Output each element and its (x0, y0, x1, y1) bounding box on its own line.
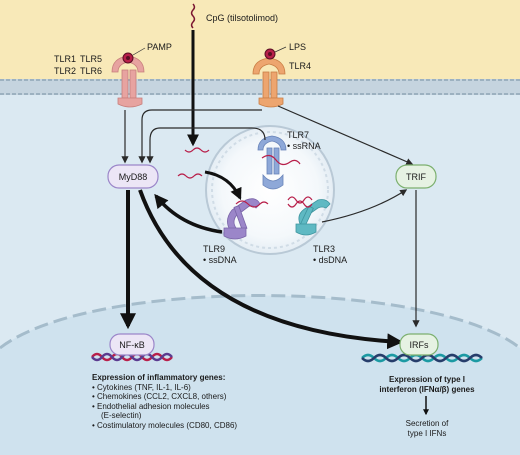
secretion-line2: type I IFNs (407, 428, 447, 438)
tlr9-receptor (223, 198, 269, 240)
tlr6-label: TLR6 (80, 66, 103, 76)
irfs-label: IRFs (409, 340, 429, 350)
tlr7-to-myd88-arrow (146, 127, 266, 164)
list-item: • Chemokines (CCL2, CXCL8, others) (92, 392, 227, 402)
nuclear-envelope (0, 294, 520, 350)
tlr9-label: TLR9 (203, 244, 226, 254)
trif-label: TRIF (406, 172, 426, 182)
inflammatory-genes-list: Expression of inflammatory genes: • Cyto… (92, 373, 237, 431)
inflammatory-gene-dna (91, 352, 173, 362)
tlr3-label: TLR3 (313, 244, 336, 254)
list-item: • Endothelial adhesion molecules (92, 401, 210, 411)
tlr9-to-myd88-arrow (154, 193, 223, 234)
tlr4-to-myd88-arrow (138, 109, 262, 164)
tlr5-label: TLR5 (80, 54, 103, 64)
cpg-strand (190, 3, 196, 29)
tlr4-to-trif-arrow (277, 105, 414, 166)
irfs-box (399, 333, 439, 356)
nfkb-box (109, 333, 155, 356)
type1-ifn-line1: Expression of type I (388, 375, 466, 384)
type1-ifn-gene-dna (361, 353, 483, 363)
myd88-label: MyD88 (118, 172, 148, 182)
tlr3-to-trif-arrow (321, 189, 408, 223)
lps-label: LPS (289, 42, 307, 52)
list-item: • Costimulatory molecules (CD80, CD86) (92, 420, 238, 430)
tlr2-label: TLR2 (54, 66, 77, 76)
type1-ifn-genes-text: Expression of type I interferon (IFNα/β)… (372, 375, 482, 394)
tlr9-ligand-label: • ssDNA (203, 255, 237, 265)
myd88-box (107, 164, 159, 189)
secretion-line1: Secretion of (405, 419, 449, 428)
lps-ligand (264, 46, 287, 60)
list-item: • Cytokines (TNF, IL-1, IL-6) (92, 382, 191, 392)
inflammatory-genes-heading: Expression of inflammatory genes: (92, 373, 226, 382)
myd88-to-irfs-arrow (138, 189, 404, 350)
plasma-membrane (0, 79, 520, 95)
tlr-surface-receptor (111, 55, 145, 108)
tlr3-ligand-label: • dsDNA (313, 255, 348, 265)
list-item: (E-selectin) (101, 411, 142, 421)
pamp-ligand (122, 47, 146, 64)
tlr3-receptor (287, 196, 331, 236)
type1-ifn-line2: interferon (IFNα/β) genes (379, 384, 475, 394)
nfkb-label: NF-κB (119, 340, 145, 350)
tlr4-label: TLR4 (289, 61, 312, 71)
trif-box (395, 164, 437, 189)
tlr7-ligand-label: • ssRNA (287, 141, 321, 151)
secretion-text: Secretion of type I IFNs (388, 419, 466, 438)
tlr7-label: TLR7 (287, 130, 310, 140)
pamp-label: PAMP (147, 42, 172, 52)
tlr1-label: TLR1 (54, 54, 77, 64)
cpg-uptake-arrow (204, 170, 242, 201)
tlr4-receptor (252, 57, 286, 108)
cpg-label: CpG (tilsotolimod) (206, 13, 279, 23)
